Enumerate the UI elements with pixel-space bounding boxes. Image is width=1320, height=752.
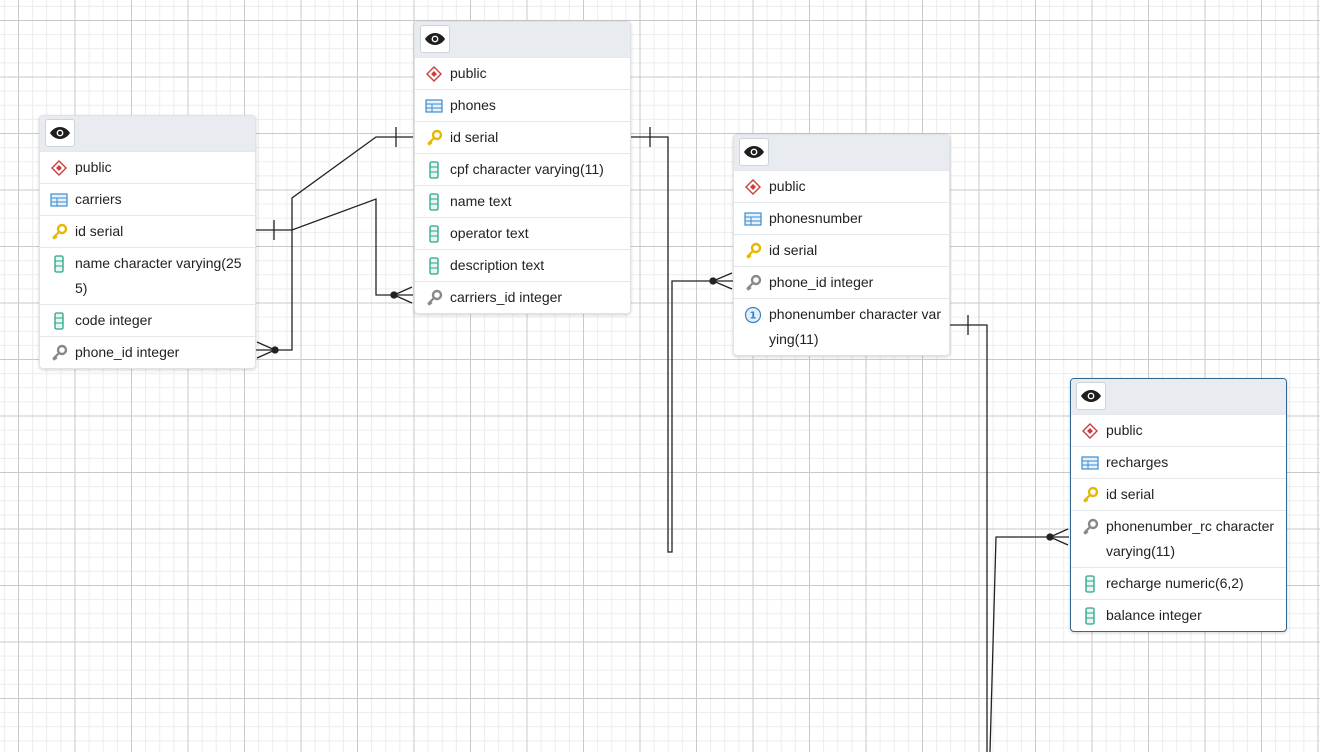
column-icon xyxy=(424,218,444,249)
table-icon xyxy=(49,184,69,215)
schema-name: public xyxy=(1106,422,1143,438)
primary-key-icon xyxy=(424,122,444,153)
eye-icon[interactable] xyxy=(1076,382,1106,410)
column-row[interactable]: phone_id integer xyxy=(734,266,949,298)
table-icon xyxy=(424,90,444,121)
link-phonesnumber-phone-to-phones-id xyxy=(631,136,733,553)
column-row[interactable]: name text xyxy=(415,185,630,217)
column-row[interactable]: carriers_id integer xyxy=(415,281,630,313)
schema-name: public xyxy=(769,178,806,194)
column-row[interactable]: code integer xyxy=(40,304,255,336)
svg-text:1: 1 xyxy=(750,310,757,321)
foreign-key-icon xyxy=(1080,511,1100,542)
schema-icon xyxy=(424,58,444,89)
column-row[interactable]: phonenumber_rc character varying(11) xyxy=(1071,510,1286,567)
primary-key-icon xyxy=(1080,479,1100,510)
table-header[interactable] xyxy=(734,135,949,170)
column-name: id serial xyxy=(1106,486,1155,502)
column-row[interactable]: id serial xyxy=(734,234,949,266)
column-name: name text xyxy=(450,193,512,209)
table-name: recharges xyxy=(1106,454,1169,470)
column-row[interactable]: recharge numeric(6,2) xyxy=(1071,567,1286,599)
column-name: phonenumber character varying(11) xyxy=(769,306,941,347)
column-name: id serial xyxy=(450,129,499,145)
column-row[interactable]: balance integer xyxy=(1071,599,1286,631)
table-header[interactable] xyxy=(40,116,255,151)
column-name: id serial xyxy=(75,223,124,239)
column-row[interactable]: name character varying(255) xyxy=(40,247,255,304)
column-icon xyxy=(49,248,69,279)
column-row[interactable]: operator text xyxy=(415,217,630,249)
table-name-row: phonesnumber xyxy=(734,202,949,234)
column-name: id serial xyxy=(769,242,818,258)
column-row[interactable]: phone_id integer xyxy=(40,336,255,368)
link-carriers-phone-to-phones-id xyxy=(256,136,413,351)
column-name: recharge numeric(6,2) xyxy=(1106,575,1244,591)
table-icon xyxy=(743,203,763,234)
table-name-row: recharges xyxy=(1071,446,1286,478)
column-icon xyxy=(424,186,444,217)
column-row[interactable]: description text xyxy=(415,249,630,281)
column-icon xyxy=(424,154,444,185)
table-name: phones xyxy=(450,97,496,113)
column-row[interactable]: 1 phonenumber character varying(11) xyxy=(734,298,949,355)
schema-row: public xyxy=(40,151,255,183)
column-name: carriers_id integer xyxy=(450,289,563,305)
table-icon xyxy=(1080,447,1100,478)
primary-key-icon xyxy=(49,216,69,247)
column-name: description text xyxy=(450,257,545,273)
column-name: phone_id integer xyxy=(769,274,874,290)
table-header[interactable] xyxy=(415,22,630,57)
table-name-row: carriers xyxy=(40,183,255,215)
schema-name: public xyxy=(75,159,112,175)
column-name: code integer xyxy=(75,312,153,328)
link-phones-carriers-to-carriers-id xyxy=(256,198,413,296)
schema-icon xyxy=(743,171,763,202)
schema-name: public xyxy=(450,65,487,81)
eye-icon[interactable] xyxy=(45,119,75,147)
column-row[interactable]: cpf character varying(11) xyxy=(415,153,630,185)
table-recharges[interactable]: public recharges id serial phonenumber_r… xyxy=(1070,378,1287,632)
schema-row: public xyxy=(1071,414,1286,446)
column-name: operator text xyxy=(450,225,529,241)
primary-key-icon xyxy=(743,235,763,266)
unique-constraint-icon: 1 xyxy=(743,299,763,330)
schema-icon xyxy=(49,152,69,183)
foreign-key-icon xyxy=(743,267,763,298)
crowfoot-dot xyxy=(271,346,279,354)
column-name: balance integer xyxy=(1106,607,1202,623)
column-row[interactable]: id serial xyxy=(1071,478,1286,510)
column-name: phone_id integer xyxy=(75,344,180,360)
table-phonesnumber[interactable]: public phonesnumber id serial phone_id i… xyxy=(733,134,950,356)
link-recharges-to-phonesnumber xyxy=(949,324,1069,752)
column-icon xyxy=(1080,600,1100,631)
column-name: phonenumber_rc character varying(11) xyxy=(1106,518,1275,559)
schema-row: public xyxy=(415,57,630,89)
table-carriers[interactable]: public carriers id serial name character… xyxy=(39,115,256,369)
column-row[interactable]: id serial xyxy=(40,215,255,247)
column-icon xyxy=(424,250,444,281)
eye-icon[interactable] xyxy=(420,25,450,53)
column-icon xyxy=(1080,568,1100,599)
table-name: phonesnumber xyxy=(769,210,863,226)
eye-icon[interactable] xyxy=(739,138,769,166)
table-name: carriers xyxy=(75,191,122,207)
table-header[interactable] xyxy=(1071,379,1286,414)
table-name-row: phones xyxy=(415,89,630,121)
column-name: name character varying(255) xyxy=(75,255,242,296)
table-phones[interactable]: public phones id serial cpf character va… xyxy=(414,21,631,314)
column-icon xyxy=(49,305,69,336)
column-row[interactable]: id serial xyxy=(415,121,630,153)
schema-icon xyxy=(1080,415,1100,446)
foreign-key-icon xyxy=(49,337,69,368)
column-name: cpf character varying(11) xyxy=(450,161,604,177)
schema-row: public xyxy=(734,170,949,202)
foreign-key-icon xyxy=(424,282,444,313)
